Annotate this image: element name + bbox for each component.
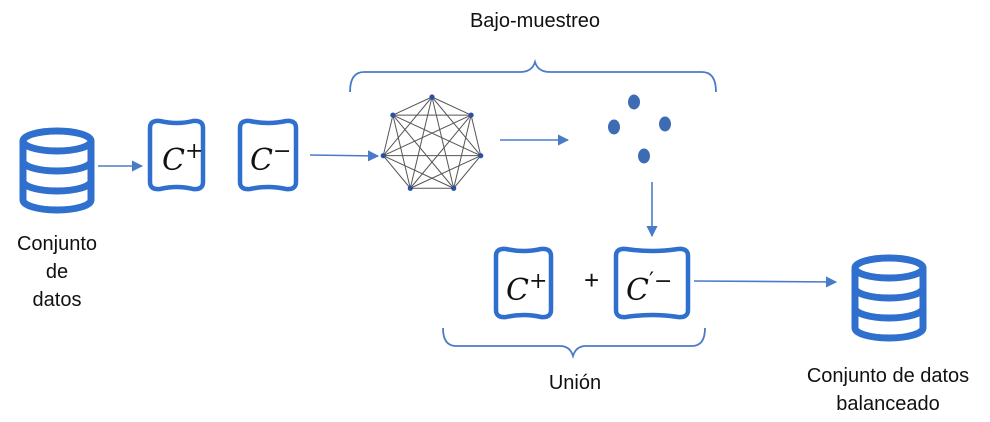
graph-node <box>407 185 413 191</box>
class-positive-sup: + <box>185 139 203 164</box>
dataset-label-line3: datos <box>32 289 82 311</box>
class-positive-container <box>147 118 206 192</box>
graph-edge <box>383 114 472 157</box>
dataset-label-line2: de <box>45 261 69 283</box>
graph-edge <box>382 114 394 156</box>
union-negative-sup: ′− <box>649 269 672 294</box>
class-positive-label: C+ <box>162 139 203 178</box>
sampled-points <box>608 94 671 164</box>
graph-edge <box>453 155 482 189</box>
arrow-union-to-balanced <box>693 276 838 288</box>
complete-graph <box>380 94 484 191</box>
graph-edge <box>392 114 411 189</box>
union-label: Unión <box>548 372 602 394</box>
graph-node <box>451 185 457 191</box>
union-positive-container <box>493 246 554 320</box>
graph-edge <box>431 96 455 189</box>
graph-edge <box>382 96 433 157</box>
balanced-dataset-icon <box>851 254 927 342</box>
sample-point <box>628 94 640 110</box>
union-positive-label: C+ <box>506 269 547 308</box>
bajo-muestreo-brace <box>349 58 717 93</box>
dataset-icon <box>19 127 95 214</box>
graph-edge <box>453 114 472 189</box>
union-negative-container <box>613 246 691 320</box>
bajo-muestreo-label: Bajo-muestreo <box>469 10 601 32</box>
graph-node <box>429 94 435 100</box>
balanced-dataset-label-line2: balanceado <box>836 393 940 415</box>
graph-node <box>478 153 484 159</box>
graph-edge <box>392 114 455 189</box>
graph-edge <box>470 114 482 156</box>
sample-point <box>638 148 650 164</box>
class-negative-container <box>237 118 299 192</box>
union-negative-base: C <box>626 273 649 308</box>
graph-node <box>468 112 474 118</box>
class-negative-label: C− <box>250 139 291 178</box>
class-negative-sup: − <box>273 139 291 164</box>
union-negative-label: C′− <box>626 269 672 308</box>
graph-node <box>390 112 396 118</box>
graph-edge <box>382 155 411 189</box>
graph-edge <box>431 96 482 157</box>
class-positive-base: C <box>162 143 185 178</box>
union-brace <box>442 327 706 360</box>
graph-node <box>380 153 386 159</box>
arrow-classes-to-graph <box>309 150 380 162</box>
graph-edge <box>409 96 433 189</box>
graph-edge <box>410 155 481 189</box>
graph-edge <box>392 114 481 157</box>
balanced-dataset-label-line1: Conjunto de datos <box>806 365 970 387</box>
sample-point <box>659 116 671 132</box>
union-positive-base: C <box>506 273 529 308</box>
graph-edge <box>409 114 472 189</box>
graph-edge <box>431 96 472 116</box>
dataset-label: Conjunto de datos <box>0 230 114 314</box>
graph-edge <box>392 96 433 116</box>
sample-point <box>608 119 620 135</box>
balanced-dataset-label: Conjunto de datos balanceado <box>786 362 990 418</box>
graph-edge <box>383 155 454 189</box>
union-positive-sup: + <box>529 269 547 294</box>
plus-sign: + <box>584 265 599 295</box>
class-negative-base: C <box>250 143 273 178</box>
dataset-label-line1: Conjunto <box>16 233 98 255</box>
